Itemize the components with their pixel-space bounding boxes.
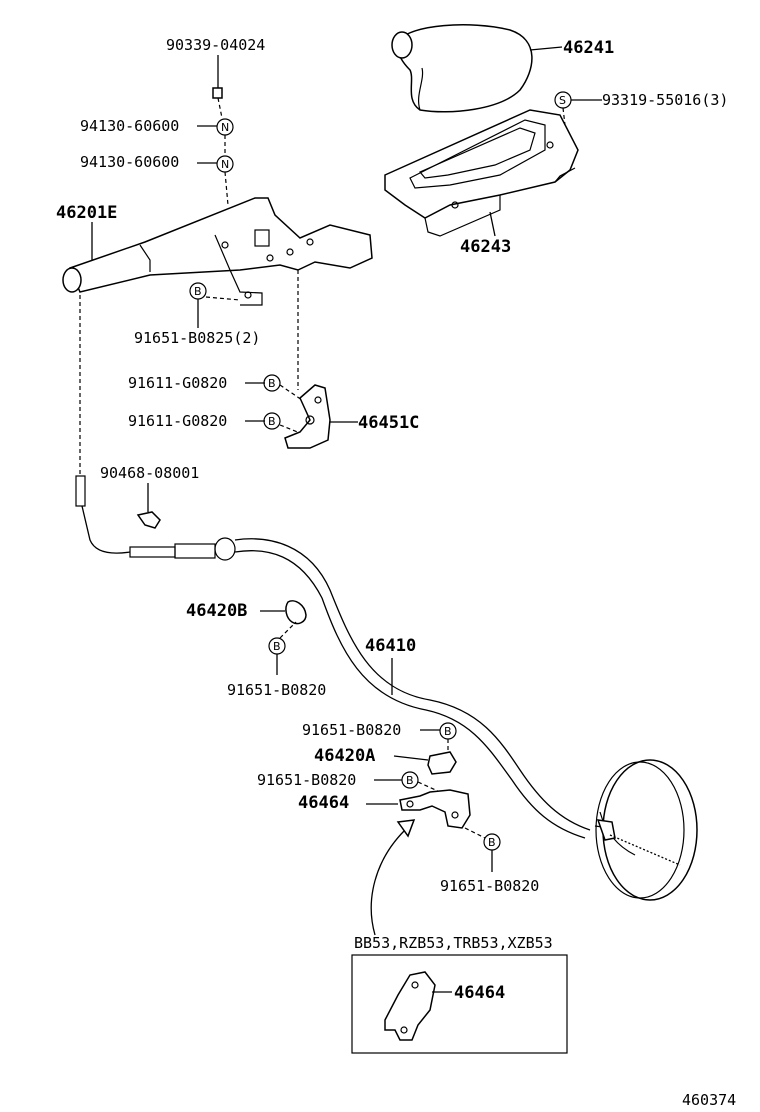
label-94130a: 94130-60600 (80, 117, 179, 135)
label-91651d: 91651-B0820 (257, 771, 356, 789)
label-90339: 90339-04024 (166, 36, 265, 54)
label-46243: 46243 (460, 237, 511, 257)
b-marker-2-text: B (268, 377, 276, 390)
console-46243 (384, 109, 579, 237)
bracket-46464-variant (384, 971, 436, 1041)
label-46241: 46241 (563, 38, 614, 58)
variant-arrow (396, 819, 416, 838)
label-46451c: 46451C (358, 413, 419, 433)
b-marker-6-text: B (406, 774, 414, 787)
label-93319: 93319-55016(3) (602, 91, 728, 109)
label-91651b: 91651-B0820 (227, 681, 326, 699)
label-46420a: 46420A (314, 746, 375, 766)
b-marker-1-text: B (194, 285, 202, 298)
variant-box (351, 954, 568, 1054)
bracket-46451c (284, 384, 331, 449)
n-marker-1-text: N (221, 121, 229, 134)
b-marker-7-text: B (488, 836, 496, 849)
n-marker-2-text: N (221, 158, 229, 171)
label-46420b: 46420B (186, 601, 247, 621)
label-91651e: 91651-B0820 (440, 877, 539, 895)
b-marker-6 (401, 771, 419, 789)
nut-90339 (212, 87, 223, 99)
b-marker-2 (263, 374, 281, 392)
label-91611a: 91611-G0820 (128, 374, 227, 392)
s-marker-text: S (559, 94, 566, 107)
clip-46420b (285, 600, 307, 625)
figure-number: 460374 (682, 1091, 736, 1109)
label-variant: BB53,RZB53,TRB53,XZB53 (354, 934, 553, 952)
label-90468: 90468-08001 (100, 464, 199, 482)
label-46410: 46410 (365, 636, 416, 656)
cable-46410 (75, 475, 591, 839)
clip-90468 (136, 511, 161, 529)
boot-46241 (391, 24, 533, 113)
clip-46420a (427, 751, 457, 775)
b-marker-3 (263, 412, 281, 430)
brake-drum (594, 759, 698, 901)
b-marker-5-text: B (444, 725, 452, 738)
lever-46201e (62, 197, 373, 306)
label-91651a: 91651-B0825(2) (134, 329, 260, 347)
bracket-46464 (399, 789, 471, 829)
label-46201e: 46201E (56, 203, 117, 223)
label-46464: 46464 (298, 793, 349, 813)
label-46464-variant: 46464 (454, 983, 505, 1003)
label-91611b: 91611-G0820 (128, 412, 227, 430)
b-marker-4-text: B (273, 640, 281, 653)
label-91651c: 91651-B0820 (302, 721, 401, 739)
b-marker-3-text: B (268, 415, 276, 428)
label-94130b: 94130-60600 (80, 153, 179, 171)
